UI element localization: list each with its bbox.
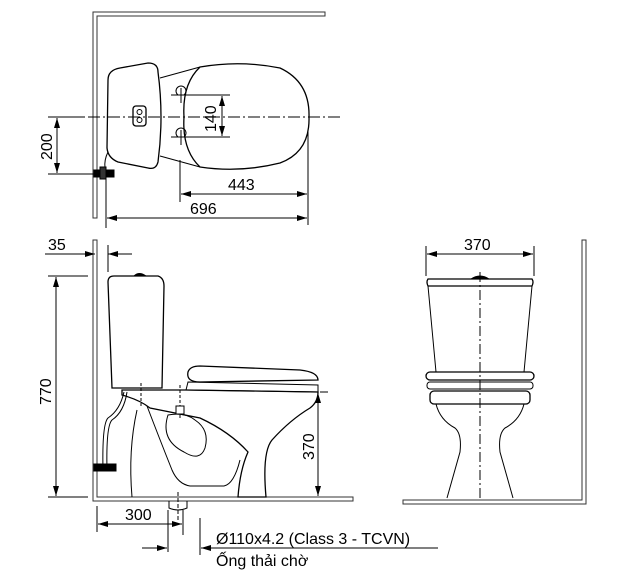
- top-view: [48, 11, 340, 228]
- dim-370-width: 370: [464, 237, 491, 254]
- tank-top: [106, 62, 162, 170]
- seat-lid-side: [187, 365, 319, 383]
- dim-200: 200: [39, 133, 56, 160]
- wall-floor-side: [92, 239, 354, 502]
- dim-696: 696: [190, 201, 217, 218]
- side-view: [45, 239, 438, 555]
- dim-370-height: 370: [301, 433, 318, 460]
- wall-top-view: [92, 11, 326, 219]
- front-view: [402, 239, 587, 505]
- bowl-side: [121, 389, 319, 498]
- drain-spec: Ø110x4.2 (Class 3 - TCVN): [216, 531, 410, 548]
- dim-300: 300: [125, 507, 152, 524]
- drain-label: Ống thải chờ: [216, 550, 309, 570]
- dim-35: 35: [48, 237, 66, 254]
- dim-770: 770: [38, 378, 55, 405]
- tank-side: [107, 275, 165, 389]
- dim-140: 140: [203, 105, 220, 132]
- seat-top: [183, 63, 310, 170]
- dim-443: 443: [228, 177, 255, 194]
- flush-button-top: [132, 105, 147, 127]
- bowl-front: [435, 403, 525, 499]
- wall-floor-front: [402, 239, 587, 505]
